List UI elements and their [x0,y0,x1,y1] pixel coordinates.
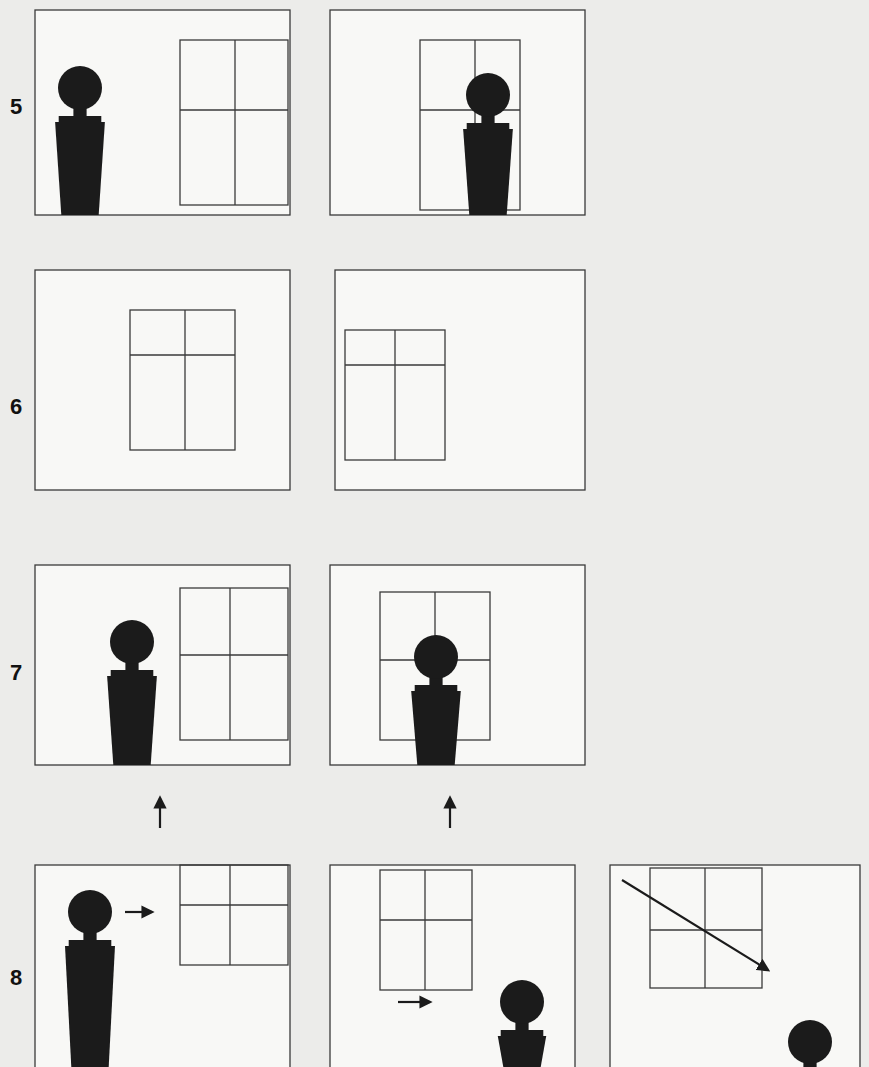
person-figure [461,73,516,215]
window-pane [180,865,288,965]
person-figure [409,635,464,765]
person-figure [53,66,108,215]
window-pane [180,40,288,205]
person-figure [105,620,160,765]
person-figure [783,1020,838,1067]
motion-arrow [125,911,152,913]
window-pane [180,588,288,740]
motion-arrow [449,798,451,828]
picture-frame [335,270,585,490]
motion-arrow [159,798,161,828]
window-pane [130,310,235,450]
picture-frame [35,865,290,1067]
picture-frame [330,10,585,215]
motion-arrow [622,880,768,970]
picture-frame [330,865,575,1067]
picture-frame [35,565,290,765]
person-figure [63,890,118,1067]
figure-number: 7 [10,662,22,684]
window-pane [380,870,472,990]
figure-number: 8 [10,967,22,989]
person-figure [495,980,550,1067]
figure-number: 5 [10,96,22,118]
picture-frame [330,565,585,765]
window-pane [650,868,762,988]
picture-frame [610,865,860,1067]
picture-frame [35,270,290,490]
figure-number: 6 [10,396,22,418]
window-pane [345,330,445,460]
motion-arrow [398,1001,430,1003]
picture-frame [35,10,290,215]
